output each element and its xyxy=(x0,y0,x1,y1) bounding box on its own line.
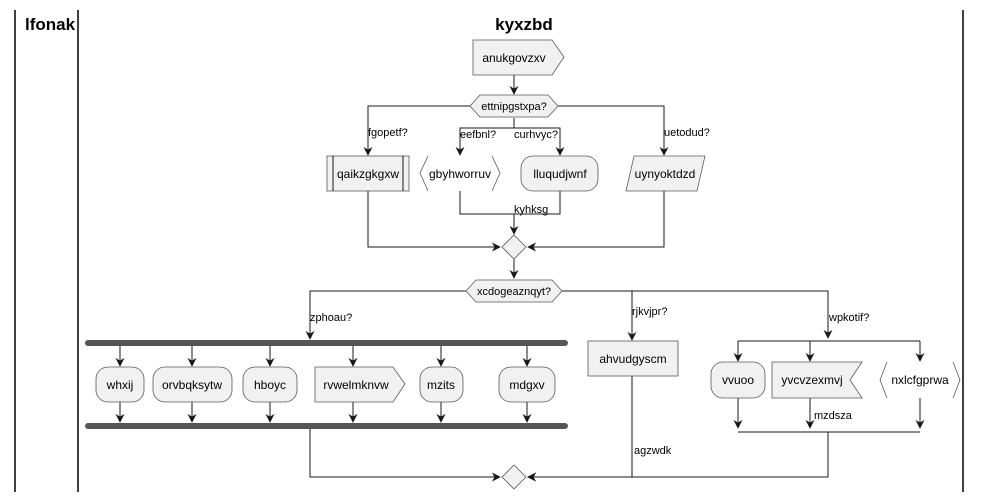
fork-node-4-label: rvwelmknvw xyxy=(323,378,389,392)
edge-curhvyc xyxy=(514,127,565,156)
fork-node-5-label: mzits xyxy=(427,378,455,392)
fork-node-3-label: hboyc xyxy=(254,378,286,392)
decision-2[interactable]: xcdogeaznqyt? xyxy=(465,279,563,303)
edge-rjkvjpr xyxy=(562,290,637,341)
swimlane-title-left: lfonak xyxy=(25,15,76,34)
edge-kyhksg-merge xyxy=(459,191,561,215)
edge-sub1-to-merge xyxy=(367,191,501,252)
node-io[interactable]: uynyoktdzd xyxy=(625,155,706,192)
edge-label-zphoau: zphoau? xyxy=(310,312,352,324)
merge-diamond-1 xyxy=(501,234,527,260)
split-node-3[interactable]: nxlcfgprwa xyxy=(879,361,961,399)
edge-split-to-merge2 xyxy=(527,432,829,482)
node-activity-1[interactable]: lluqudjwnf xyxy=(520,155,599,192)
fork-node-6[interactable]: mdgxv xyxy=(498,366,556,403)
node-activity-1-label: lluqudjwnf xyxy=(533,167,587,181)
edge-label-fgopetf: fgopetf? xyxy=(368,127,408,139)
node-subprocess-label: qaikzgkgxw xyxy=(337,167,399,181)
decision-2-label: xcdogeaznqyt? xyxy=(477,286,551,298)
node-start-label: anukgovzxv xyxy=(482,51,545,65)
split-node-2[interactable]: yvcvzexmvj xyxy=(771,361,863,399)
edge-label-uetodud: uetodud? xyxy=(664,127,710,139)
fork-node-4[interactable]: rvwelmknvw xyxy=(314,366,406,403)
edge-eefbnl xyxy=(455,118,515,156)
fork-bar xyxy=(85,340,568,346)
node-middle-label: ahvudgyscm xyxy=(599,352,666,366)
fork-node-3[interactable]: hboyc xyxy=(242,366,298,403)
fork-node-1[interactable]: whxij xyxy=(95,366,145,403)
edge-fgopetf xyxy=(363,105,470,156)
join-bar xyxy=(85,423,568,429)
decision-1-label: ettnipgstxpa? xyxy=(481,101,546,113)
node-start[interactable]: anukgovzxv xyxy=(472,39,565,76)
fork-node-1-label: whxij xyxy=(106,378,134,392)
edge-label-kyhksg: kyhksg xyxy=(514,204,548,216)
node-io-label: uynyoktdzd xyxy=(635,167,696,181)
edge-uetodud xyxy=(558,105,669,156)
edge-wpkotif xyxy=(632,290,833,339)
split-node-1-label: vvuoo xyxy=(722,373,754,387)
edge-label-wpkotif: wpkotif? xyxy=(828,312,869,324)
edge-label-mzdsza: mzdsza xyxy=(814,410,853,422)
decision-1[interactable]: ettnipgstxpa? xyxy=(469,94,559,118)
edge-io1-to-merge xyxy=(527,191,665,252)
merge-diamond-2 xyxy=(501,464,527,490)
edge-label-curhvyc: curhvyc? xyxy=(514,129,558,141)
fork-node-5[interactable]: mzits xyxy=(419,366,464,403)
node-receive[interactable]: gbyhworruv xyxy=(419,155,501,192)
edge-label-rjkvjpr: rjkvjpr? xyxy=(632,306,667,318)
edge-label-eefbnl: eefbnl? xyxy=(460,129,496,141)
node-receive-label: gbyhworruv xyxy=(429,167,491,181)
fork-node-2[interactable]: orvbqksytw xyxy=(152,366,233,403)
split-node-2-label: yvcvzexmvj xyxy=(781,373,842,387)
edges xyxy=(115,75,925,482)
edge-join-to-merge2 xyxy=(309,428,501,482)
node-middle[interactable]: ahvudgyscm xyxy=(587,340,679,377)
node-subprocess[interactable]: qaikzgkgxw xyxy=(326,155,410,192)
split-node-3-label: nxlcfgprwa xyxy=(891,373,949,387)
fork-node-6-label: mdgxv xyxy=(509,378,544,392)
edge-zphoau xyxy=(305,290,466,340)
swimlane-title-right: kyxzbd xyxy=(495,15,553,34)
edge-label-agzwdk: agzwdk xyxy=(634,445,672,457)
fork-node-2-label: orvbqksytw xyxy=(162,378,222,392)
split-node-1[interactable]: vvuoo xyxy=(710,361,766,399)
